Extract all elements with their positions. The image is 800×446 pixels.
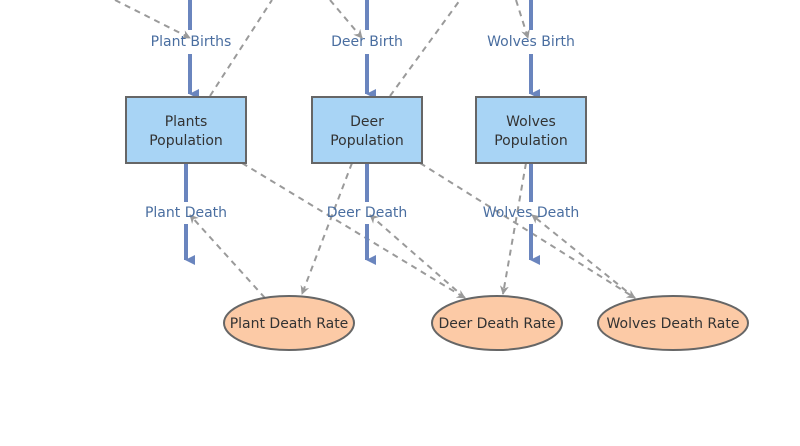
stock-deer-population[interactable]: Deer Population bbox=[311, 96, 423, 164]
wolves-death-label: Wolves Death bbox=[483, 205, 579, 221]
link-plants-to-offscreen bbox=[209, 0, 273, 97]
stock-deer-line1: Deer bbox=[350, 114, 384, 130]
stock-plants-line2: Population bbox=[149, 133, 223, 149]
link-offscreen-to-wolves-birth bbox=[515, 0, 530, 39]
inflow-pipes bbox=[188, 0, 540, 99]
link-wolves-to-deer-rate bbox=[499, 162, 527, 295]
stock-deer-line2: Population bbox=[330, 133, 404, 149]
link-deer-to-wolves-rate bbox=[419, 162, 636, 299]
deer-death-label: Deer Death bbox=[327, 205, 408, 221]
plant-death-label: Plant Death bbox=[145, 205, 227, 221]
link-offscreen-to-deer-birth bbox=[329, 0, 363, 39]
plant-births-label: Plant Births bbox=[151, 34, 232, 50]
rate-wolves-death-ellipse bbox=[597, 295, 749, 351]
stock-plants-box bbox=[125, 96, 247, 164]
stock-plants-line1: Plants bbox=[165, 114, 208, 130]
stock-wolves-box bbox=[475, 96, 587, 164]
stock-wolves-line2: Population bbox=[494, 133, 568, 149]
stock-deer-box bbox=[311, 96, 423, 164]
link-wolves-rate-to-wolves-death bbox=[531, 214, 636, 299]
link-plants-to-deer-rate bbox=[241, 162, 466, 299]
rate-plant-death[interactable]: Plant Death Rate bbox=[223, 295, 355, 351]
rate-deer-death-label: Deer Death Rate bbox=[438, 316, 555, 332]
rate-deer-death[interactable]: Deer Death Rate bbox=[431, 295, 563, 351]
link-plant-rate-to-plant-death bbox=[189, 214, 266, 299]
rate-plant-death-ellipse bbox=[223, 295, 355, 351]
stock-wolves-line1: Wolves bbox=[506, 114, 556, 130]
link-deer-to-plant-rate bbox=[300, 162, 353, 295]
link-offscreen-to-plant-births bbox=[114, 0, 191, 39]
rate-wolves-death-label: Wolves Death Rate bbox=[606, 316, 739, 332]
stock-wolves-population[interactable]: Wolves Population bbox=[475, 96, 587, 164]
deer-birth-label: Deer Birth bbox=[331, 34, 403, 50]
stock-plants-population[interactable]: Plants Population bbox=[125, 96, 247, 164]
link-deer-rate-to-deer-death bbox=[369, 214, 466, 299]
rate-plant-death-label: Plant Death Rate bbox=[230, 316, 349, 332]
rate-deer-death-ellipse bbox=[431, 295, 563, 351]
wolves-birth-label: Wolves Birth bbox=[487, 34, 575, 50]
link-deer-to-offscreen bbox=[389, 0, 461, 97]
influence-links bbox=[114, 0, 636, 299]
outflow-pipes bbox=[184, 163, 540, 265]
rate-wolves-death[interactable]: Wolves Death Rate bbox=[597, 295, 749, 351]
